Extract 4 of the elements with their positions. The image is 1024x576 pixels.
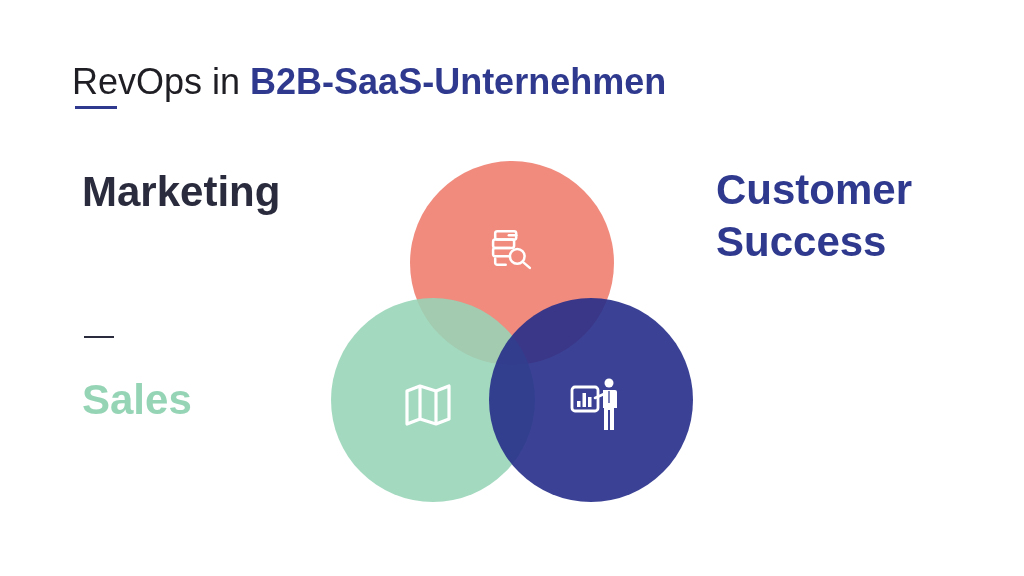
section-heading: Customer Success	[716, 165, 914, 267]
title: RevOps in B2B-SaaS-Unternehmen	[72, 60, 667, 104]
section-heading: Marketing	[82, 167, 282, 217]
section-heading: Sales	[82, 375, 193, 425]
